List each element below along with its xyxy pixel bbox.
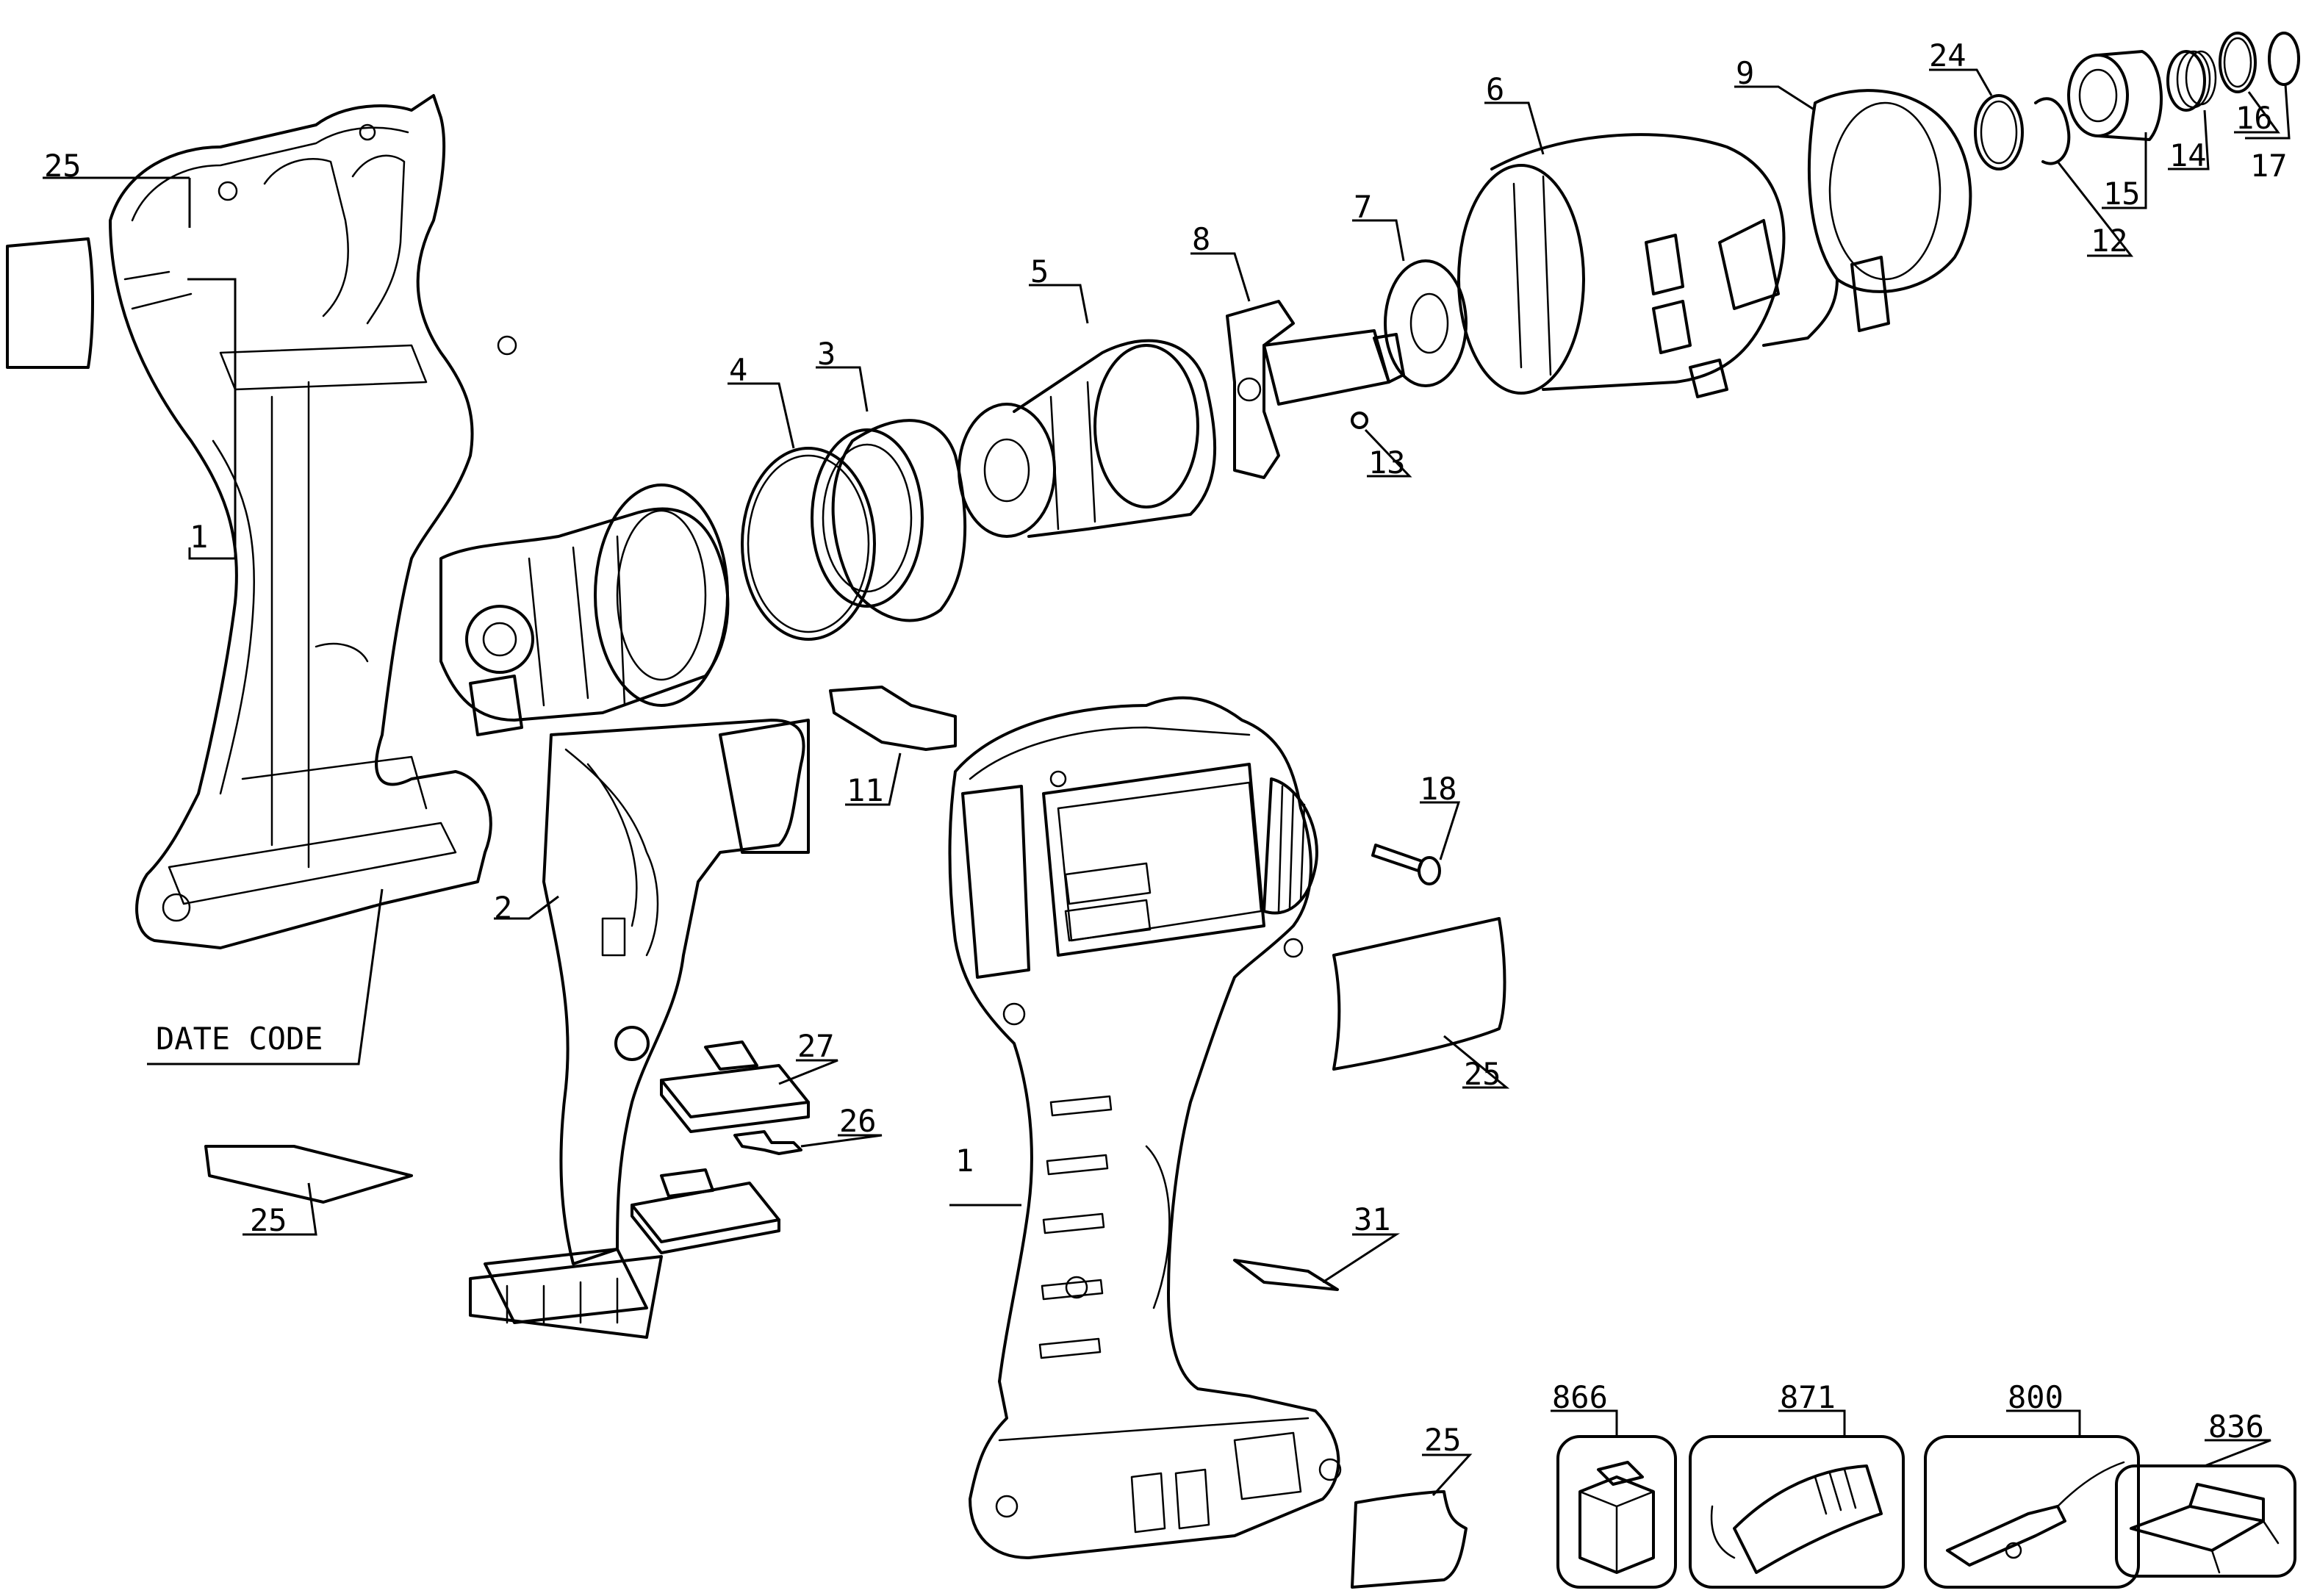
washer-7-hole: [1409, 292, 1449, 354]
callout-26: 26: [839, 1103, 877, 1139]
ring-gear-3: [811, 419, 967, 622]
callout-25-top-left: 25: [44, 148, 82, 184]
ring-17: [2268, 32, 2300, 86]
callout-2: 2: [494, 890, 512, 926]
callout-labels: 25 1 2 DATE CODE 25 4 3 5 8 7 6 9 24 12 …: [44, 37, 2288, 1458]
callout-25-right: 25: [1464, 1056, 1501, 1092]
callout-1-right: 1: [955, 1143, 974, 1179]
accessory-800-kit: [1924, 1435, 2140, 1589]
callout-11: 11: [847, 772, 884, 808]
leader-lines: [43, 68, 2291, 1497]
accessory-836-belt-clip: [2115, 1464, 2296, 1578]
callout-date-code: DATE CODE: [156, 1021, 323, 1057]
callout-7: 7: [1354, 189, 1372, 225]
planetary-carrier-5: [958, 339, 1217, 538]
o-ring-4: [741, 447, 876, 641]
o-ring-4-inner: [747, 454, 870, 633]
washer-7: [1384, 259, 1468, 387]
callout-24: 24: [1929, 37, 1966, 73]
callout-31: 31: [1354, 1201, 1391, 1237]
label-31-strip: [1233, 1259, 1339, 1291]
callout-15: 15: [2103, 176, 2141, 212]
callout-6: 6: [1486, 71, 1504, 107]
clip-26: [733, 1130, 802, 1155]
callout-12: 12: [2091, 223, 2128, 259]
callout-5: 5: [1030, 254, 1049, 290]
callout-17: 17: [2250, 148, 2288, 184]
accessory-871-charger: [1689, 1435, 1905, 1589]
circuit-board: [631, 1168, 780, 1254]
accessory-866-battery: [1556, 1435, 1677, 1589]
callout-25-bottom-left: 25: [250, 1202, 287, 1238]
callout-14: 14: [2169, 137, 2207, 173]
callout-871: 871: [1780, 1379, 1836, 1415]
callout-18: 18: [1420, 771, 1457, 807]
clip-12: [2034, 97, 2071, 165]
spring-14: [2166, 50, 2217, 112]
callout-13: 13: [1368, 445, 1406, 481]
callout-4: 4: [729, 352, 747, 388]
motor-switch-assembly: [439, 484, 810, 1339]
nose-cover-9: [1762, 89, 1972, 347]
label-25-sticker-bottom-left: [204, 1145, 413, 1204]
assembled-housing: [948, 696, 1342, 1559]
callout-9: 9: [1736, 55, 1754, 91]
ring-24-inner: [1980, 100, 2018, 165]
callout-836: 836: [2208, 1409, 2264, 1445]
ring-16: [2219, 32, 2257, 93]
callout-27: 27: [797, 1028, 835, 1064]
callout-1-left: 1: [190, 519, 208, 555]
screw-18: [1371, 844, 1441, 885]
label-25-sticker-bottom: [1351, 1490, 1468, 1589]
callout-8: 8: [1192, 221, 1210, 257]
callout-25-bottom: 25: [1424, 1422, 1462, 1458]
callout-800: 800: [2008, 1379, 2063, 1415]
gear-case-6: [1457, 133, 1786, 398]
callout-3: 3: [817, 336, 836, 372]
ring-16-inner: [2223, 37, 2252, 88]
sleeve-15: [2067, 50, 2163, 141]
left-housing-half: [109, 94, 517, 949]
callout-866: 866: [1552, 1379, 1608, 1415]
switch-block-27: [660, 1040, 810, 1133]
label-25-sticker-top-left: [6, 237, 94, 369]
label-25-sticker-right: [1332, 917, 1506, 1071]
ring-24: [1974, 94, 2024, 170]
ball-13: [1351, 411, 1368, 429]
callout-16: 16: [2235, 100, 2273, 136]
slide-button-11: [829, 686, 957, 751]
